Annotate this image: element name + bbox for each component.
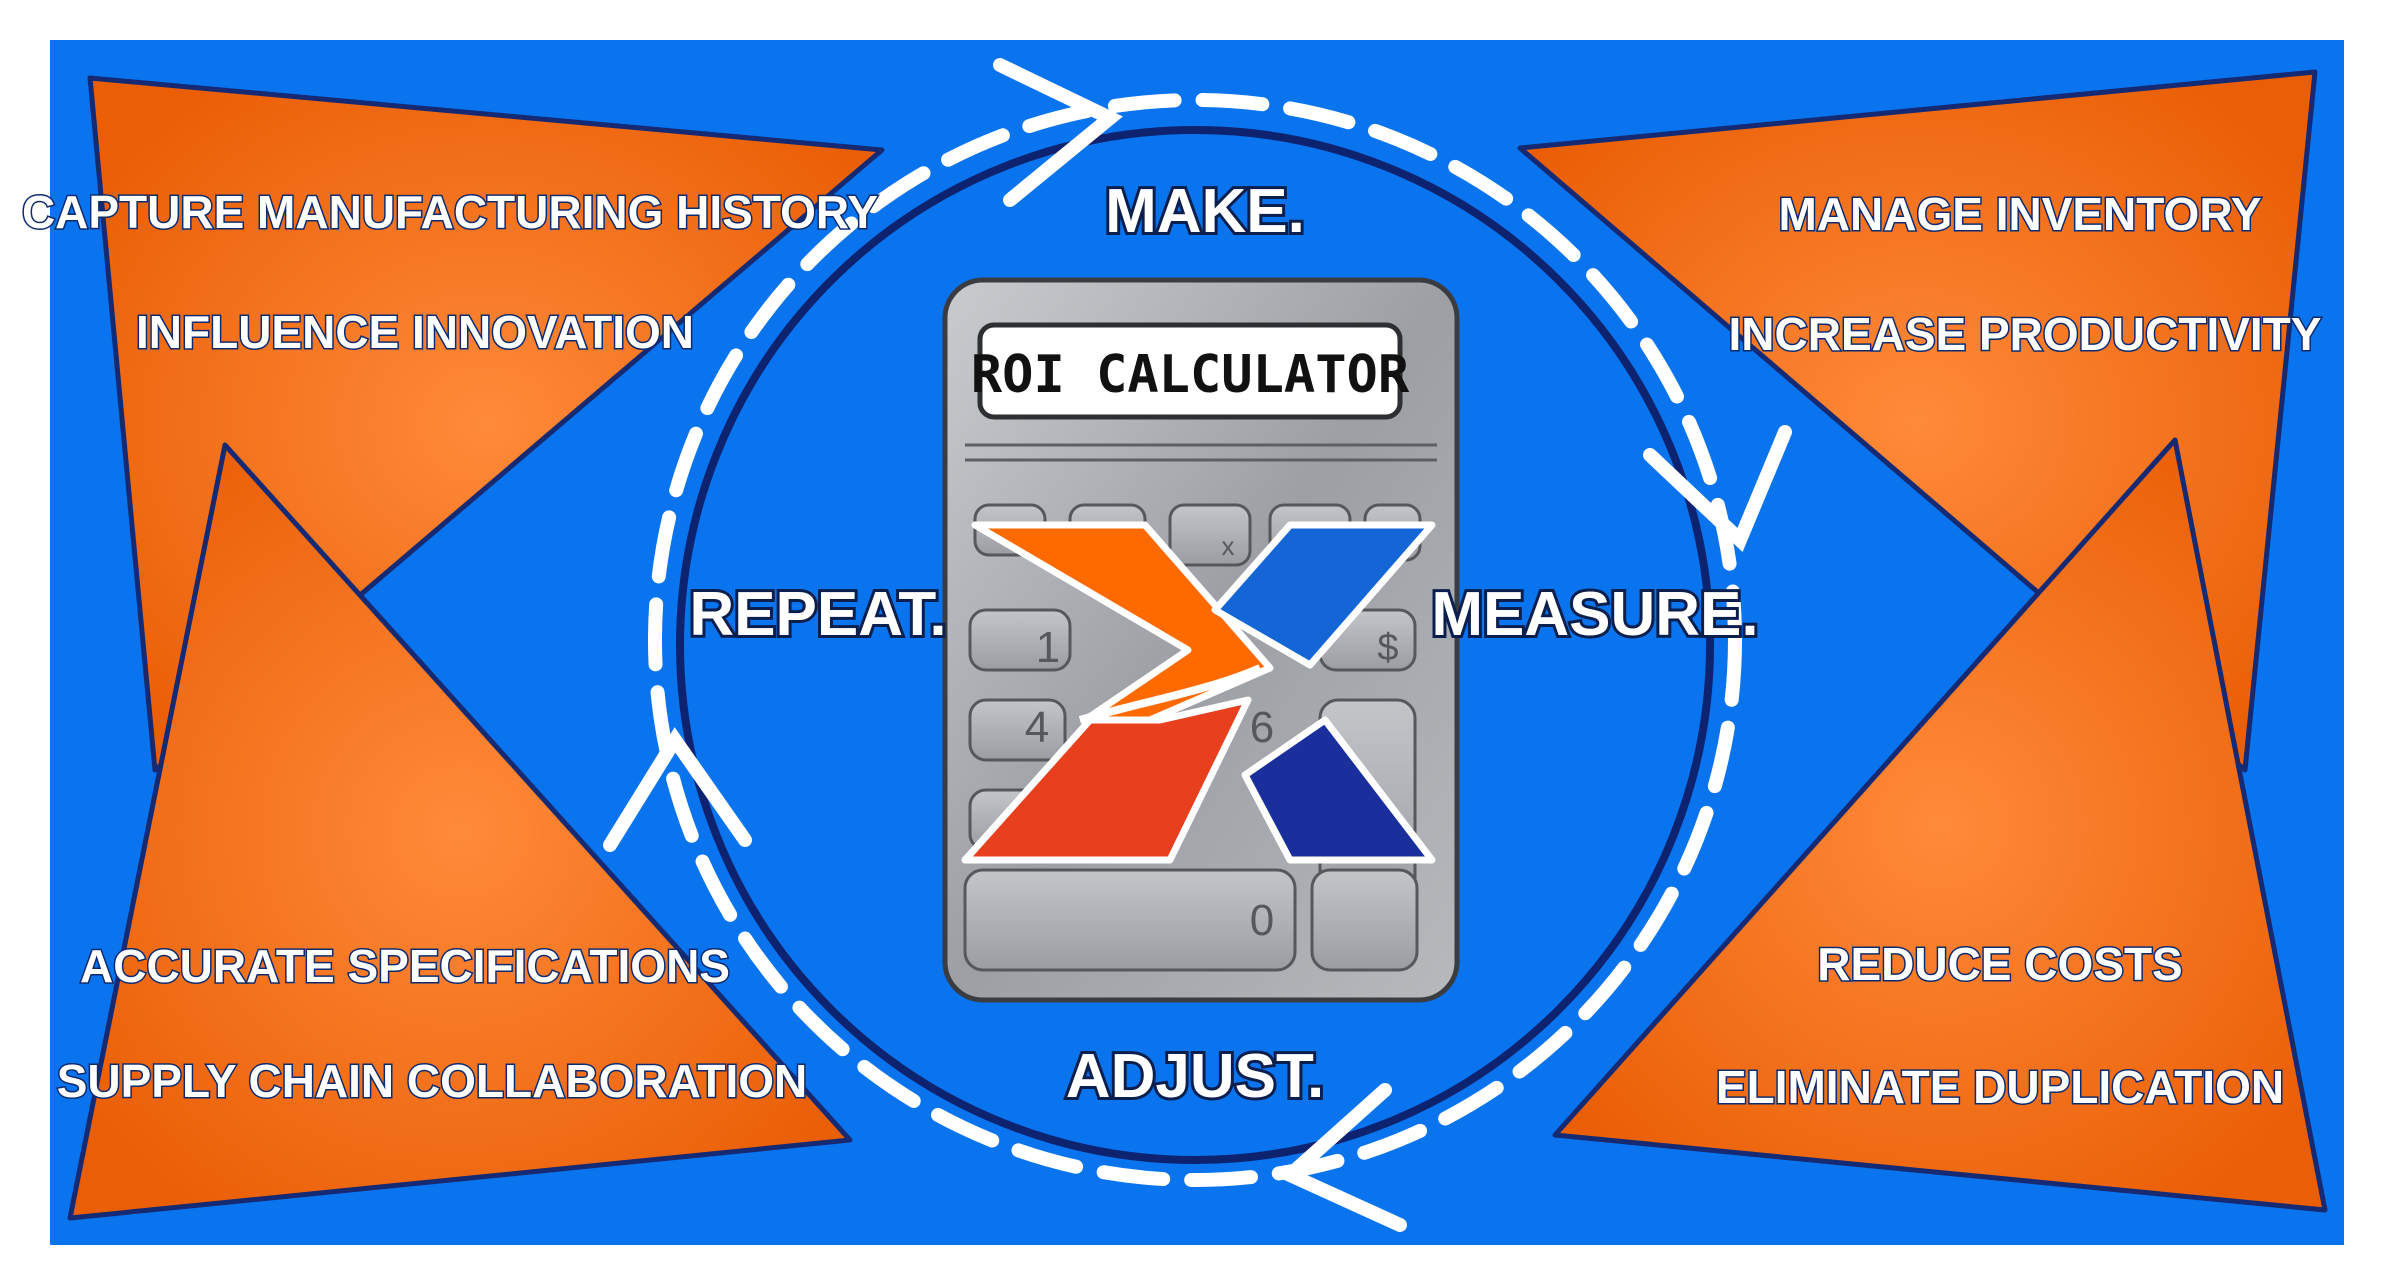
calculator-key [968,608,1072,672]
tl-line-1: CAPTURE MANUFACTURING HISTORY [22,186,878,238]
calculator-key [1310,868,1419,972]
cycle-arrow-icon [603,727,752,852]
calculator-key [1168,503,1252,567]
key-label-1: 1 [1036,623,1060,672]
key-label-6: 6 [1250,703,1274,752]
cycle-arrow-icon [993,58,1123,207]
triangle-bottom-left [67,442,853,1221]
calculator-key-zero [963,868,1297,972]
key-label-0: 0 [1250,896,1274,945]
key-label-4: 4 [1025,703,1049,752]
key-label-dollar: $ [1377,627,1398,669]
x-logo-icon [961,521,1436,864]
br-line-1: REDUCE COSTS [1817,938,2182,990]
tr-line-1: MANAGE INVENTORY [1778,188,2261,240]
cycle-dashes [648,93,1742,1187]
bl-line-1: ACCURATE SPECIFICATIONS [80,940,730,992]
cycle-arrow-icon [1643,425,1792,553]
cycle-label-measure: MEASURE. [1431,580,1758,649]
cycle-label-make: MAKE. [1105,177,1305,246]
tr-line-2: INCREASE PRODUCTIVITY [1729,308,2322,360]
tl-line-2: INFLUENCE INNOVATION [136,306,694,358]
cycle-label-repeat: REPEAT. [689,580,946,649]
key-label-multiply: x [1222,531,1235,561]
calculator-key [968,698,1067,762]
cycle-arrow-icon [1277,1083,1407,1232]
bl-line-2: SUPPLY CHAIN COLLABORATION [57,1055,808,1107]
br-line-2: ELIMINATE DUPLICATION [1716,1061,2284,1113]
triangle-bottom-right [1552,437,2328,1213]
calculator-display [977,322,1403,420]
calculator-title: ROI CALCULATOR [971,345,1410,405]
cycle-label-adjust: ADJUST. [1066,1042,1324,1111]
